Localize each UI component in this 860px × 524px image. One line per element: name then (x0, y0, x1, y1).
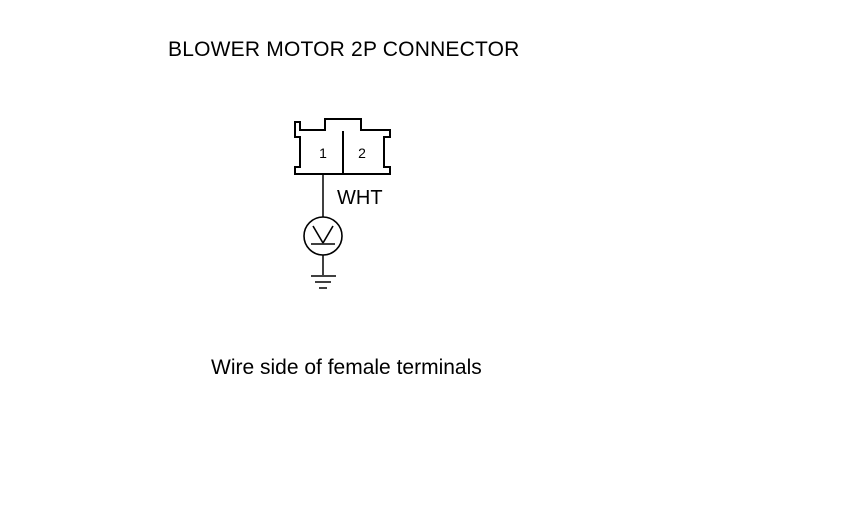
terminal-2-label: 2 (358, 145, 366, 161)
diagram-title: BLOWER MOTOR 2P CONNECTOR (168, 38, 520, 61)
wire-color-label: WHT (337, 187, 383, 209)
terminal-1-label: 1 (319, 145, 327, 161)
diagram-caption: Wire side of female terminals (211, 356, 482, 379)
connector-housing (294, 118, 391, 175)
ground-icon (311, 275, 336, 289)
voltmeter-icon (303, 216, 343, 256)
